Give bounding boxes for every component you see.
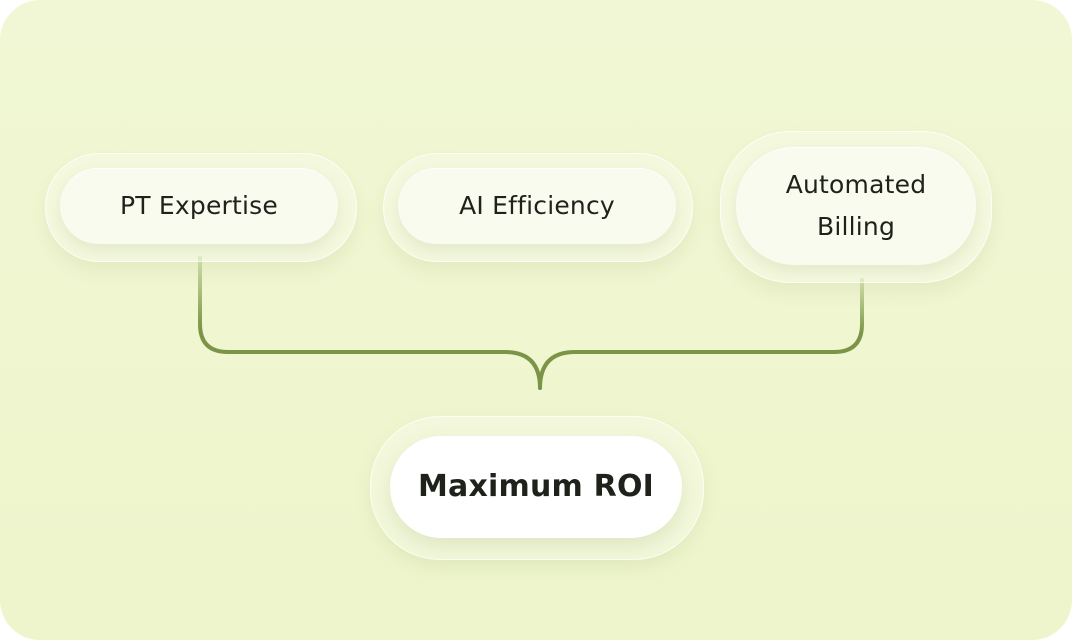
maximum-roi-label: Maximum ROI [417, 469, 655, 504]
ai-efficiency-label: AI Efficiency [459, 191, 615, 220]
automated-billing-label-line2: Billing [816, 212, 896, 241]
connector-left [198, 256, 542, 390]
automated-billing-node: Automated Billing [736, 147, 976, 265]
maximum-roi-node: Maximum ROI [390, 436, 682, 538]
pt-expertise-node: PT Expertise [60, 168, 338, 244]
ai-efficiency-node: AI Efficiency [398, 168, 676, 244]
connector-right [538, 278, 864, 390]
automated-billing-label-line1: Automated [785, 170, 927, 199]
pt-expertise-label: PT Expertise [120, 191, 278, 220]
